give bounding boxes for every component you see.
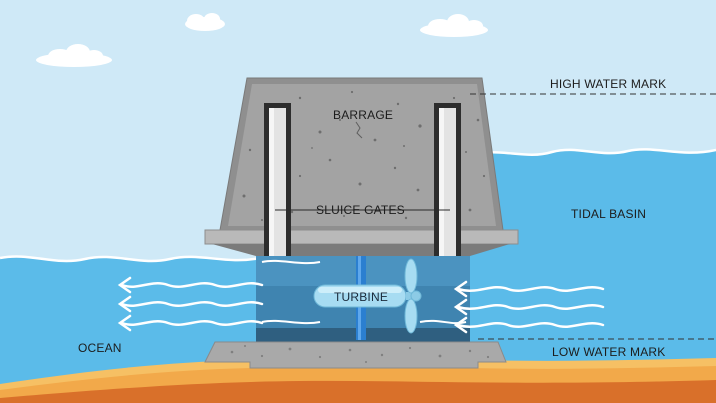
cloud-icon — [36, 44, 112, 67]
sluice-gates-label: SLUICE GATES — [316, 203, 405, 217]
foundation-slab — [204, 341, 507, 369]
arrow-left-icon — [453, 280, 605, 334]
chamber-flow-lines — [261, 259, 467, 325]
tidal-basin-wave — [469, 148, 716, 157]
cloud-icon — [420, 14, 488, 37]
cloud-icon — [185, 13, 225, 31]
barrage-ledge-underside — [212, 244, 510, 256]
turbine-housing-shine — [318, 287, 402, 293]
barrage-face — [228, 84, 496, 226]
barrage-texture — [242, 90, 486, 221]
sluice-gate-left-shine — [269, 108, 274, 256]
tidal-basin-label: TIDAL BASIN — [571, 207, 647, 221]
barrage-crack — [355, 121, 363, 139]
sluice-gate-right-shine — [439, 108, 444, 256]
tidal-basin-water — [470, 149, 716, 403]
low-water-mark-label: LOW WATER MARK — [552, 345, 666, 359]
propeller-icon — [404, 258, 422, 334]
ocean-label: OCEAN — [78, 341, 122, 355]
soil-layer — [0, 380, 716, 403]
turbine-label: TURBINE — [333, 290, 389, 304]
arrow-left-icon — [117, 276, 264, 332]
ocean-wave — [0, 255, 261, 263]
barrage-ledge — [204, 229, 519, 245]
foundation-texture — [230, 345, 490, 363]
barrage-label: BARRAGE — [333, 108, 394, 122]
high-water-mark-label: HIGH WATER MARK — [550, 77, 667, 91]
